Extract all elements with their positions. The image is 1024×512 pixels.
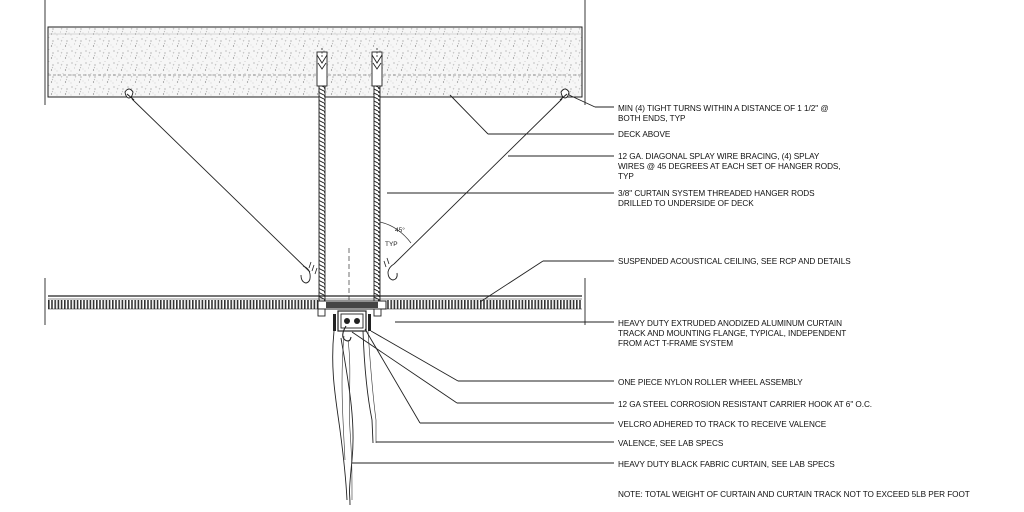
splay-anchor-left (124, 88, 135, 101)
rod-anchor-right (371, 48, 383, 87)
curtain-track-assembly (317, 300, 387, 342)
note-curtain-track-1: HEAVY DUTY EXTRUDED ANODIZED ALUMINUM CU… (618, 319, 842, 328)
note-splay-wire-3: TYP (618, 172, 634, 181)
acoustical-ceiling (44, 278, 586, 325)
notes: MIN (4) TIGHT TURNS WITHIN A DISTANCE OF… (618, 104, 970, 499)
note-footer: NOTE: TOTAL WEIGHT OF CURTAIN AND CURTAI… (618, 490, 970, 499)
note-splay-wire-2: WIRES @ 45 DEGREES AT EACH SET OF HANGER… (618, 162, 841, 171)
note-deck-above: DECK ABOVE (618, 130, 671, 139)
typ-label: TYP (385, 241, 398, 248)
note-fabric-curtain: HEAVY DUTY BLACK FABRIC CURTAIN, SEE LAB… (618, 460, 835, 469)
note-carrier-hook: 12 GA STEEL CORROSION RESISTANT CARRIER … (618, 400, 872, 409)
threaded-hanger-rods (318, 85, 381, 303)
note-curtain-track-3: FROM ACT T-FRAME SYSTEM (618, 339, 733, 348)
rod-anchor-left (316, 48, 328, 87)
note-valence: VALENCE, SEE LAB SPECS (618, 439, 724, 448)
note-curtain-track-2: TRACK AND MOUNTING FLANGE, TYPICAL, INDE… (618, 329, 846, 338)
note-splay-wire-1: 12 GA. DIAGONAL SPLAY WIRE BRACING, (4) … (618, 152, 820, 161)
valence (362, 330, 377, 444)
splay-wires (131, 98, 563, 284)
angle-label: 45° (395, 226, 405, 234)
leader-lines (351, 94, 614, 464)
note-hanger-rods-1: 3/8" CURTAIN SYSTEM THREADED HANGER RODS (618, 189, 815, 198)
note-acoustical-ceiling: SUSPENDED ACOUSTICAL CEILING, SEE RCP AN… (618, 257, 851, 266)
angle-dimension: 45° TYP (379, 221, 412, 248)
note-tight-turns-2: BOTH ENDS, TYP (618, 114, 686, 123)
note-roller-wheel: ONE PIECE NYLON ROLLER WHEEL ASSEMBLY (618, 378, 803, 387)
splay-anchor-right (559, 88, 570, 101)
note-hanger-rods-2: DRILLED TO UNDERSIDE OF DECK (618, 199, 754, 208)
curtain-fabric (332, 330, 354, 506)
note-tight-turns-1: MIN (4) TIGHT TURNS WITHIN A DISTANCE OF… (618, 104, 829, 113)
deck-slab (44, 0, 586, 105)
note-velcro: VELCRO ADHERED TO TRACK TO RECEIVE VALEN… (618, 420, 827, 429)
